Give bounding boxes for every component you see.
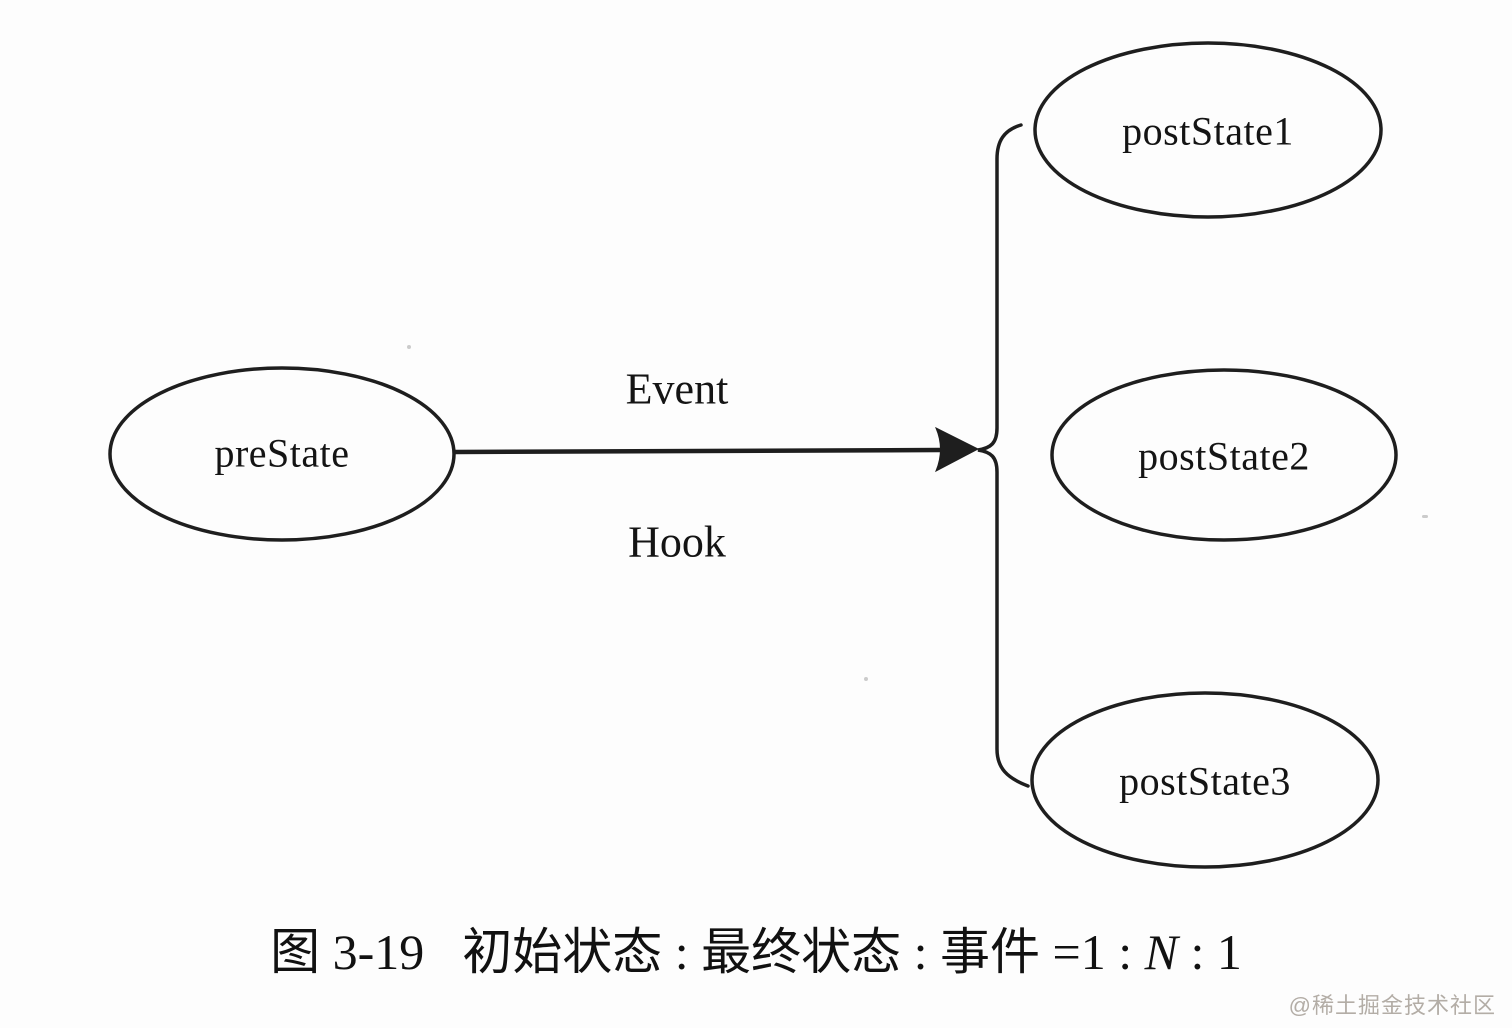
- scan-speck: [1422, 515, 1428, 518]
- figure-caption: 图 3-19 初始状态 : 最终状态 : 事件 =1 : N : 1: [0, 912, 1512, 984]
- edge-label-event: Event: [625, 364, 729, 414]
- prestate-ellipse: [108, 366, 456, 542]
- transition-arrow-shaft: [454, 447, 941, 455]
- node-label-poststate3: postState3: [1119, 758, 1291, 804]
- poststate3-ellipse: [1030, 691, 1380, 869]
- watermark: @稀土掘金技术社区: [1288, 993, 1496, 1018]
- poststate1-ellipse: [1033, 41, 1383, 219]
- node-label-poststate1: postState1: [1122, 108, 1294, 154]
- arrowhead-icon: [935, 426, 980, 473]
- node-label-prestate: preState: [214, 430, 350, 476]
- poststate2-ellipse: [1050, 368, 1398, 542]
- caption-suffix: : 1: [1177, 924, 1242, 980]
- caption-body: 初始状态 : 最终状态 : 事件 =1 :: [462, 924, 1145, 980]
- node-label-poststate2: postState2: [1138, 433, 1310, 479]
- figure-number: 图 3-19: [270, 924, 425, 980]
- edge-label-hook: Hook: [628, 517, 726, 567]
- scan-speck: [864, 677, 868, 681]
- caption-variable-n: N: [1144, 924, 1178, 980]
- fork-connector: [977, 123, 1030, 788]
- scan-speck: [407, 345, 411, 349]
